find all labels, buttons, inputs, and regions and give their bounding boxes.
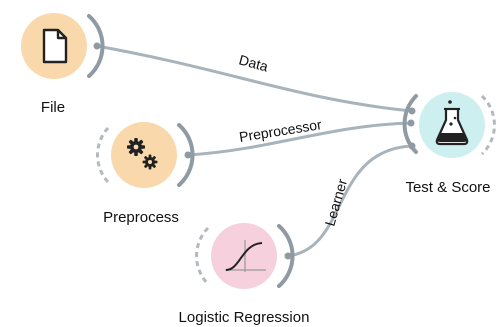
preprocess-node-circle[interactable]: [111, 122, 177, 188]
file-widget[interactable]: File: [21, 13, 105, 116]
test-and-score-label: Test & Score: [405, 179, 490, 196]
preprocess-output-anchor[interactable]: [184, 151, 192, 159]
file-document-icon: [42, 28, 68, 64]
logistic-regression-widget[interactable]: Logistic Regression: [179, 223, 310, 326]
preprocess-output-channel[interactable]: [177, 123, 195, 187]
logistic-regression-output-anchor[interactable]: [284, 252, 292, 260]
test-and-score-input-anchor-learner[interactable]: [408, 142, 416, 150]
logistic-curve-icon: [225, 240, 266, 272]
preprocess-input-channel[interactable]: [96, 126, 110, 184]
logistic-regression-node-circle[interactable]: [211, 223, 277, 289]
gears-icon: [127, 138, 158, 170]
preprocess-widget[interactable]: Preprocess: [96, 122, 195, 226]
file-output-channel[interactable]: [87, 14, 105, 78]
link-label-learner: Learner: [322, 177, 351, 228]
link-preprocessor[interactable]: [187, 121, 413, 157]
preprocess-label: Preprocess: [103, 209, 179, 226]
logistic-regression-label: Logistic Regression: [179, 309, 310, 326]
test-and-score-input-anchor-preprocessor[interactable]: [407, 119, 415, 127]
link-label-data: Data: [237, 51, 270, 74]
file-label: File: [41, 99, 65, 116]
test-and-score-output-channel[interactable]: [480, 94, 496, 156]
link-data[interactable]: [96, 44, 413, 113]
test-and-score-widget[interactable]: Test & Score: [402, 92, 496, 196]
logistic-regression-input-channel[interactable]: [195, 226, 210, 286]
file-output-anchor[interactable]: [93, 42, 101, 50]
logistic-regression-output-channel[interactable]: [277, 224, 295, 288]
flask-icon: [435, 100, 469, 146]
link-learner[interactable]: [287, 144, 413, 258]
test-and-score-input-anchor-data[interactable]: [408, 107, 416, 115]
